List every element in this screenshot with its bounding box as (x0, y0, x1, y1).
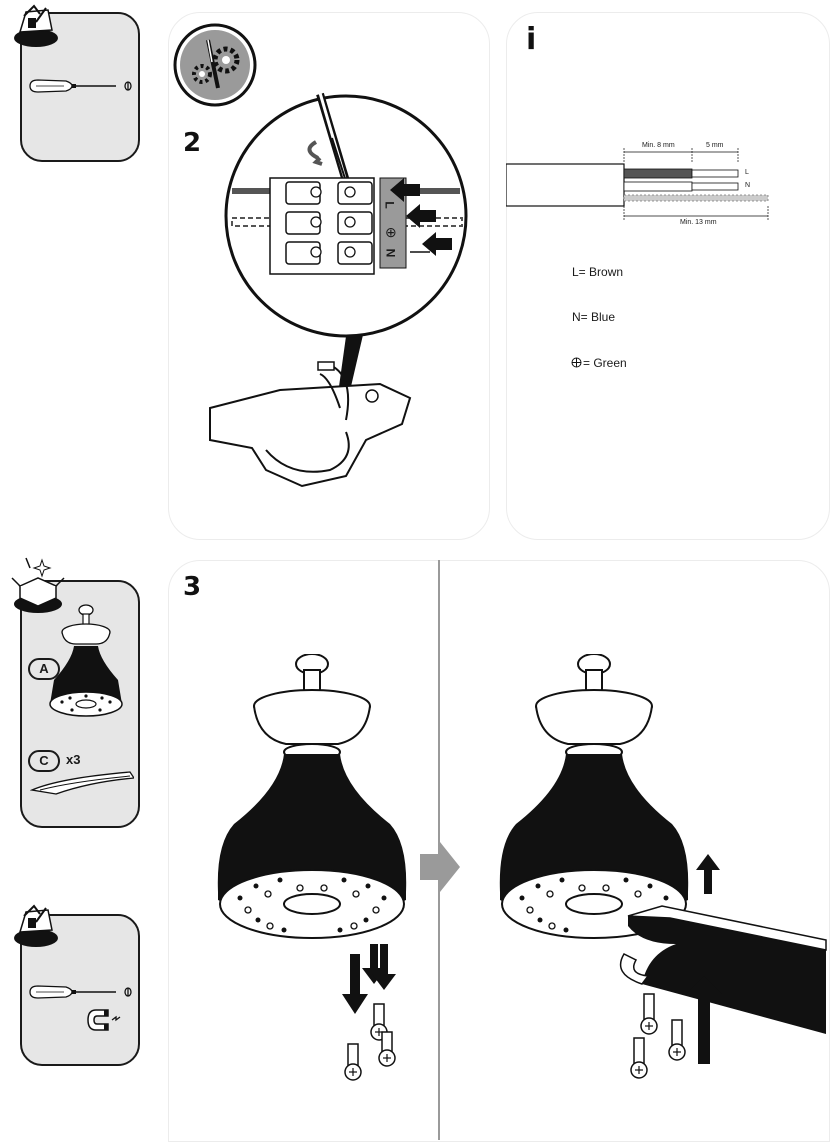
step-2-number: 2 (183, 128, 202, 158)
motor-housing-screws-removed (217, 654, 407, 1081)
terminal-label-N: N (383, 248, 398, 258)
legend-brown: L= Brown (572, 265, 624, 279)
toolbox-icon-bottom (14, 904, 58, 947)
magnet-icon (87, 1009, 121, 1031)
motor-housing-blade-attached (499, 654, 827, 1079)
part-c-quantity: x3 (66, 752, 81, 767)
terminal-label-earth: ⊕ (385, 224, 397, 240)
step-3-number: 3 (183, 572, 202, 602)
terminal-block-illustration (209, 85, 468, 488)
wire-label-L: L (745, 169, 749, 176)
legend-green: = Green (583, 356, 627, 370)
part-a-motor-housing (49, 604, 123, 717)
toolbox-icon (14, 4, 58, 47)
part-a-badge: A (28, 658, 60, 680)
part-c-blade (30, 771, 134, 795)
screwdriver-icon (29, 79, 132, 93)
info-letter: i (526, 22, 537, 57)
dim-min-13mm: Min. 13 mm (680, 219, 717, 226)
info-card (506, 12, 830, 540)
package-contents-icon (11, 557, 65, 613)
part-c-badge: C (28, 750, 60, 772)
step-3-divider (438, 560, 440, 1140)
dim-5mm: 5 mm (706, 142, 724, 149)
gears-screwdriver-icon (173, 23, 257, 107)
screwdriver-icon-bottom (29, 985, 132, 999)
next-step-arrow (420, 842, 460, 892)
terminal-label-L: L (382, 201, 397, 209)
earth-symbol-icon (571, 357, 582, 368)
legend-blue: N= Blue (572, 310, 616, 324)
cable-strip-diagram (506, 148, 769, 220)
dim-min-8mm: Min. 8 mm (642, 142, 675, 149)
wire-label-N: N (745, 182, 751, 189)
